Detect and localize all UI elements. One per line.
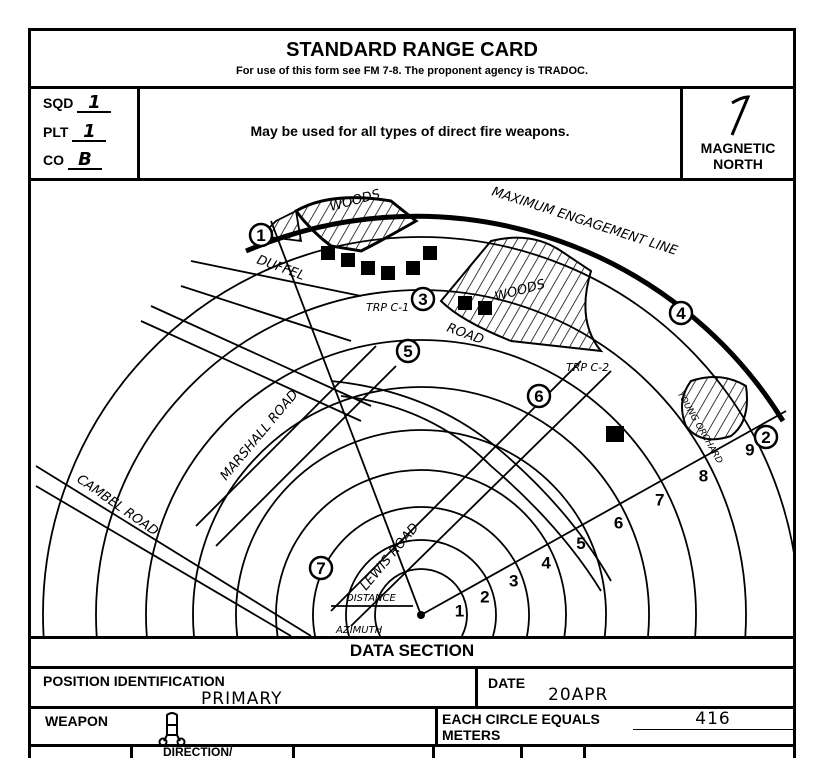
north-label: NORTH [713,156,763,172]
table-divider [520,747,523,758]
ring-number: 2 [480,587,489,606]
range-circle [192,386,650,636]
azimuth-label: AZIMUTH [335,625,383,636]
range-circle [145,339,697,636]
target-number: 5 [403,342,412,361]
date-cell: DATE 20APR [475,669,798,706]
co-field[interactable]: B [68,151,102,170]
range-circle [345,539,497,636]
range-circle [95,289,747,636]
sqd-label: SQD [43,95,74,111]
target-circle [248,222,274,248]
range-card: STANDARD RANGE CARD For use of this form… [28,28,796,759]
ring-number: 4 [541,554,551,573]
date-label: DATE [488,675,526,691]
plt-label: PLT [43,124,69,140]
woods-area [439,236,604,353]
table-divider [432,747,435,758]
circle-value-field[interactable]: 416 [633,709,793,730]
orchard-area [681,376,748,441]
right-sector-limit [420,410,787,616]
circle-scale-cell: EACH CIRCLE EQUALS METERS 416 [435,709,798,744]
sector-sketch: MAXIMUM ENGAGEMENT LINE WOODS WOODS DUFF… [31,181,793,639]
range-circle [42,236,793,636]
date-field[interactable]: 20APR [548,685,609,705]
distance-label: DISTANCE [346,593,396,604]
marshall-road [195,345,397,547]
ring-number: 6 [614,513,623,532]
target-number: 2 [761,428,770,447]
table-divider [292,747,295,758]
target-number: 7 [316,559,325,578]
target-circle [753,424,779,450]
circle-label: EACH CIRCLE EQUALS [442,711,600,727]
range-circle [235,429,607,636]
position-label: POSITION IDENTIFICATION [43,673,225,689]
card-header: STANDARD RANGE CARD For use of this form… [31,31,793,89]
woods-area [293,196,419,253]
trp-c1-label: TRP C-1 [366,301,409,314]
target-circle [668,300,694,326]
magnetic-north-box: MAGNETIC NORTH [680,89,793,178]
co-label: CO [43,152,64,168]
ring-number: 5 [576,534,585,553]
target-circle [308,555,334,581]
marshall-road-label: MARSHALL ROAD [218,387,302,483]
sqd-field[interactable]: 1 [77,94,112,113]
target-circle [410,286,436,312]
position-field[interactable]: PRIMARY [201,689,283,709]
ring-number: 9 [745,441,754,460]
target-number: 1 [256,226,265,245]
sketch-drawing: MAXIMUM ENGAGEMENT LINE WOODS WOODS DUFF… [35,185,793,636]
north-arrow-icon [730,95,751,136]
duffel-road-edge [180,260,362,342]
usage-note: May be used for all types of direct fire… [250,123,570,139]
table-divider [583,747,586,758]
positions [321,246,624,619]
machine-gun-symbol-icon [158,712,186,747]
data-section-title: DATA SECTION [31,636,793,669]
position-row: POSITION IDENTIFICATION PRIMARY DATE 20A… [31,669,793,709]
stream [330,380,612,592]
target-number: 3 [418,290,427,309]
target-number: 6 [534,387,543,406]
weapon-label: WEAPON [45,713,108,729]
ring-number: 8 [699,466,708,485]
ring-number: 1 [455,602,464,621]
ring-labels: 12 3 4 5 6 7 8 9 [455,441,755,621]
ring-number: 7 [655,490,664,509]
table-divider: DIRECTION/ [130,745,232,759]
range-circle [374,568,468,636]
card-title: STANDARD RANGE CARD [286,39,538,61]
cambel-road [35,465,312,636]
direction-header: DIRECTION/ [163,745,233,759]
card-subtitle: For use of this form see FM 7-8. The pro… [235,65,589,77]
ring-number: 3 [509,571,518,590]
left-sector-limit [270,220,422,616]
magnetic-label: MAGNETIC [700,140,776,156]
range-circle [275,469,567,636]
target-number: 4 [676,304,686,323]
plt-field[interactable]: 1 [72,123,107,142]
meters-label: METERS [442,727,501,743]
weapon-row: WEAPON EACH CIRCLE EQUALS METERS 416 [31,709,793,747]
cambel-road-label: CAMBEL ROAD [74,472,161,539]
trp-c2-label: TRP C-2 [566,361,609,374]
target-circle [395,338,421,364]
target-circle [526,383,552,409]
target-markers: 1 2 3 4 5 6 7 [248,222,779,581]
